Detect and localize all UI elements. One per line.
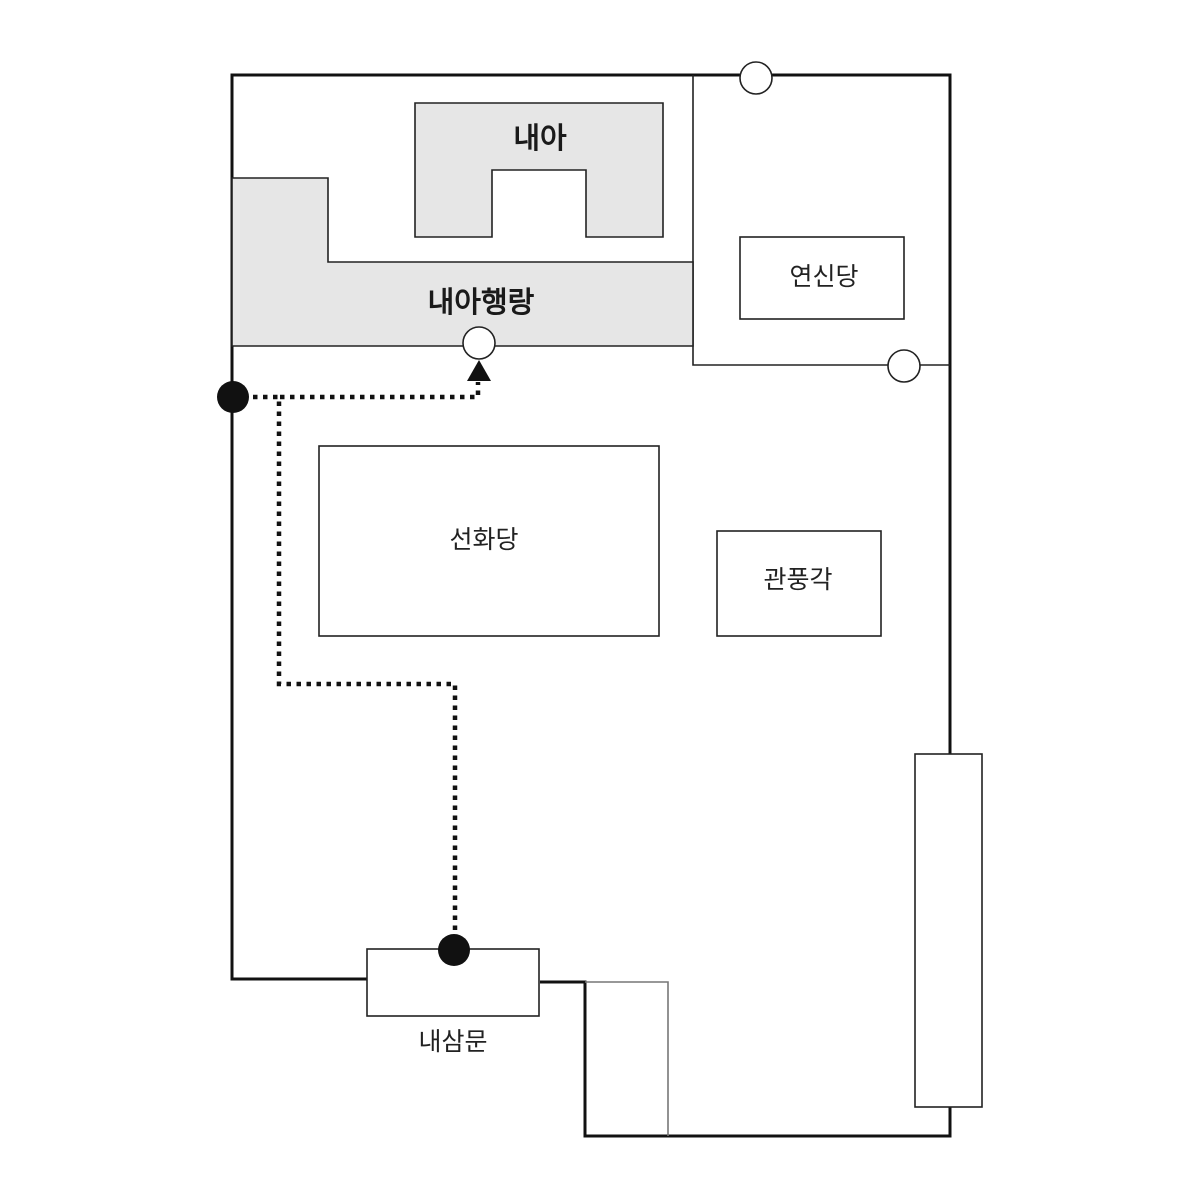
south-annex-wall — [585, 981, 669, 1136]
gwanpunggak-building — [716, 530, 882, 637]
east-gate-icon — [887, 349, 921, 383]
yeonsindang-building — [739, 236, 905, 320]
seonhwadang-label: 선화당 — [449, 525, 518, 554]
east-courtyard-wall — [692, 75, 950, 366]
naea-haengrang-building — [231, 177, 694, 347]
naea-haengrang-label: 내아행랑 — [428, 285, 535, 319]
yeonsindang-label: 연신당 — [789, 262, 858, 291]
naesammun-label: 내삼문 — [418, 1027, 487, 1056]
haengrang-gate-icon — [462, 326, 496, 360]
naea-building — [414, 102, 664, 238]
outer-wall — [230, 73, 952, 1138]
gwanpunggak-label: 관풍각 — [763, 565, 832, 594]
naesammun-gate — [366, 948, 540, 1017]
south-gate-filled-icon — [438, 934, 470, 966]
north-gate-icon — [739, 61, 773, 95]
east-long-building — [914, 753, 983, 1108]
route-arrow-icon — [467, 360, 491, 381]
west-gate-filled-icon — [217, 381, 249, 413]
seonhwadang-building — [318, 445, 660, 637]
naea-label: 내아 — [513, 121, 567, 155]
route-path-main — [276, 382, 481, 950]
